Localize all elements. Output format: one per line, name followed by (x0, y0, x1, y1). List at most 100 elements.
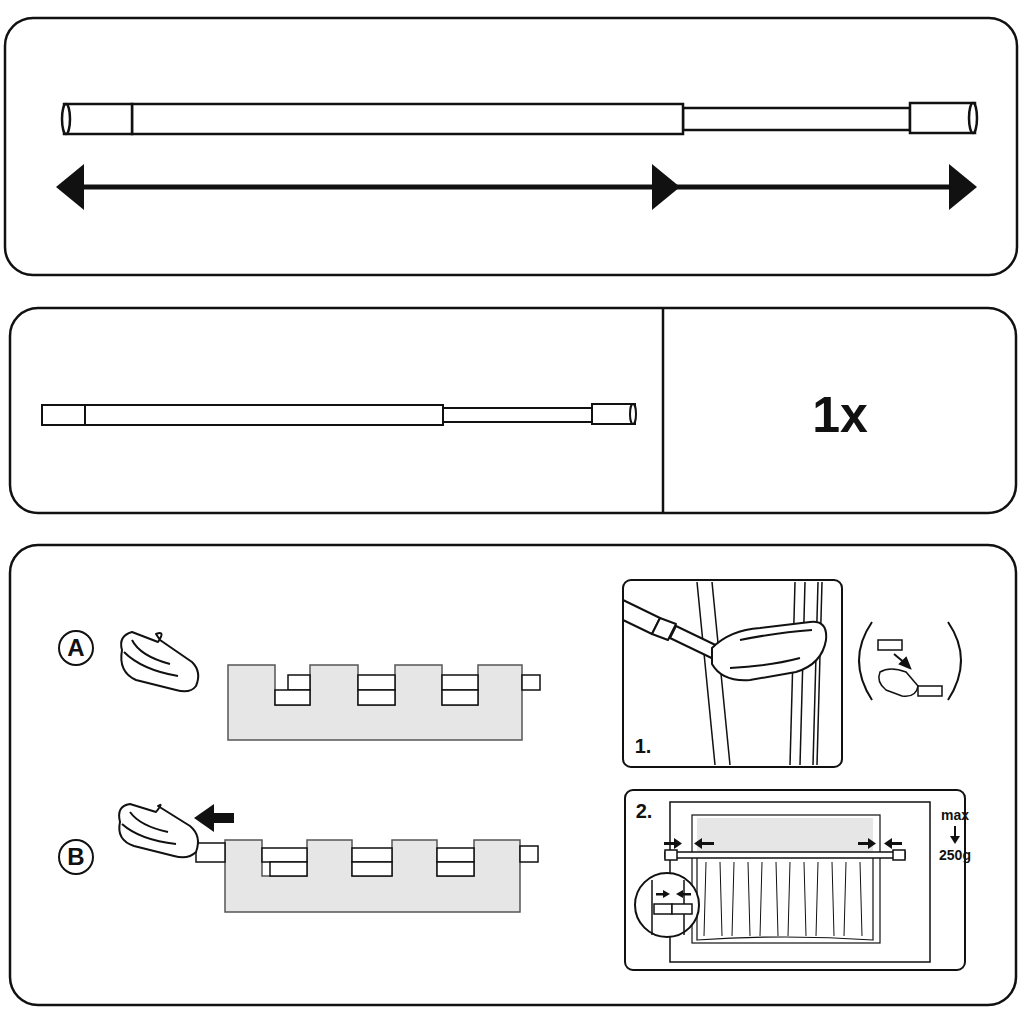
inset-two-part-part (682, 893, 691, 896)
extension-arrow-part (949, 164, 977, 210)
inset-two-part-part (674, 838, 682, 849)
bracket-hint (859, 622, 961, 700)
panel-frame-part (662, 308, 665, 513)
inset-two-part-part (748, 862, 750, 936)
curtain-b-part-part (437, 862, 474, 876)
inset-two-part (654, 904, 672, 914)
curtain-a-part-part (358, 675, 395, 690)
clip-holder-part (121, 632, 198, 691)
step-letter: A (67, 636, 84, 660)
inset-two-part-part (663, 890, 670, 898)
bracket-hint-part (900, 658, 910, 668)
inset-one-part-part (712, 622, 826, 680)
inset-two-part (704, 862, 862, 936)
step-letter: B (67, 845, 84, 869)
extension-arrow-part (652, 164, 680, 210)
curtain-rod-small-part (443, 408, 592, 422)
inset-two-part (665, 852, 905, 858)
inset-one-part-part (697, 582, 715, 765)
step-circle: A (58, 630, 94, 666)
curtain-b-part (196, 843, 538, 876)
inset-one-part-part (730, 630, 812, 668)
inset-two-part (672, 904, 692, 914)
inset-one-part (623, 600, 826, 680)
step-circle: B (58, 839, 94, 875)
curtain-b-part-part (352, 848, 392, 862)
inset-two-part-part (868, 838, 876, 849)
extension-arrow (56, 164, 977, 210)
curtain-a-part (275, 675, 540, 705)
bracket-hint-part (948, 622, 961, 700)
curtain-b-part-part (520, 846, 538, 862)
curtain-rod-part (62, 104, 70, 134)
curtain-rod-part (64, 104, 132, 134)
curtain-rod-part (969, 103, 977, 133)
curtain-rod-small-part (630, 404, 636, 424)
clip-holder-part (122, 812, 176, 844)
inset-two-part-part (860, 862, 862, 936)
curtain-a-part-part (442, 675, 478, 690)
inset-two-part (664, 838, 902, 849)
inset-two-part (651, 880, 653, 935)
inset-two-part-part (788, 862, 790, 936)
inset-two-part-part (776, 862, 778, 936)
extension-arrow-part (56, 164, 84, 210)
bracket-hint-part (918, 686, 942, 696)
move-arrow-part (194, 804, 214, 832)
inset-two-part (692, 815, 880, 943)
curtain-a-part (228, 665, 522, 740)
inset-two-part-part (702, 842, 714, 845)
inset-two-part-part (804, 862, 806, 936)
inset-two-part (893, 850, 905, 860)
curtain-rod-part (910, 103, 975, 133)
curtain-b (196, 840, 538, 912)
weight-note: 250g (939, 848, 971, 862)
inset-two-part (697, 858, 873, 940)
inset-two-part-part (844, 862, 846, 936)
curtain-b-part-part (262, 848, 307, 862)
curtain-rod (62, 103, 977, 134)
extension-arrow-part (70, 185, 965, 190)
inset-two-part (950, 836, 960, 844)
inset-two (625, 790, 965, 970)
inset-one (623, 580, 842, 767)
inset-two-part-part (760, 862, 762, 936)
curtain-a-part-part (522, 675, 540, 690)
clip-holder-part (124, 640, 178, 676)
inset-two-part (656, 890, 691, 898)
curtain-a-part-part (442, 690, 478, 705)
curtain-b-part-part (196, 843, 225, 862)
weight-note: max (941, 808, 969, 822)
inset-two-part-part (732, 862, 734, 936)
inset-two-part-part (884, 838, 892, 849)
inset-two-part-part (704, 862, 706, 936)
inset-two-part-part (816, 862, 818, 936)
panel-frame-part (10, 308, 1016, 513)
inset-two-part-part (720, 862, 722, 936)
inset-one-part (623, 580, 842, 767)
inset-one-part-part (800, 582, 805, 765)
curtain-a-part-part (288, 675, 310, 690)
bracket-hint-part (879, 669, 918, 696)
move-arrow-part (212, 813, 234, 823)
curtain-rod-small-part (592, 404, 635, 424)
bracket-hint-part (878, 640, 902, 650)
curtain-b-part (225, 840, 520, 912)
panel-frame-part (5, 18, 1017, 275)
step-number: 2. (636, 801, 653, 821)
inset-two-part (697, 818, 873, 854)
inset-two-part-part (832, 862, 834, 936)
inset-two-part (635, 873, 699, 937)
curtain-a-part-part (275, 690, 310, 705)
curtain-a-part-part (358, 690, 395, 705)
panel-frame-part (10, 545, 1016, 1005)
curtain-b-part-part (437, 848, 474, 862)
curtain-a (228, 665, 540, 740)
inset-two-part (670, 802, 930, 962)
inset-two-part (665, 850, 677, 860)
curtain-b-part-part (270, 862, 307, 876)
clip-holder (119, 632, 198, 857)
